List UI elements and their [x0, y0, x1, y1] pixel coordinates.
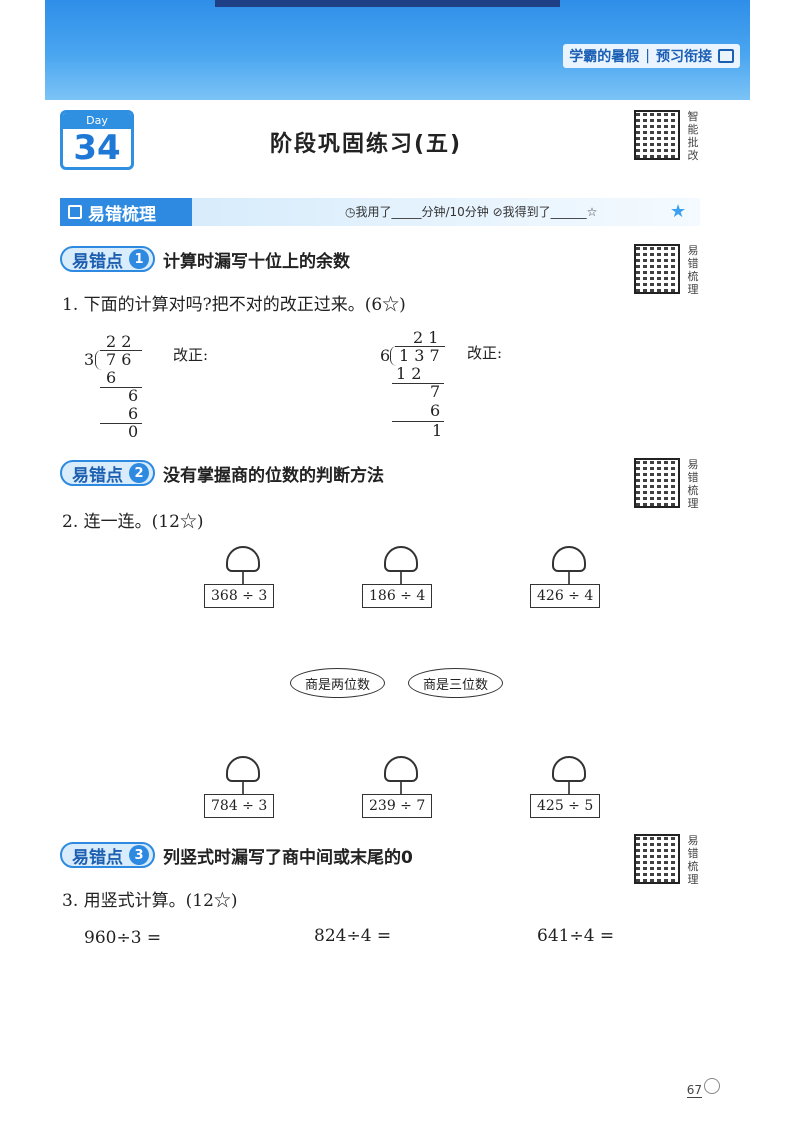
- division-expression: 239 ÷ 7: [362, 794, 433, 818]
- division-expression: 425 ÷ 5: [530, 794, 601, 818]
- question-3-prompt: 3. 用竖式计算。(12☆): [62, 891, 238, 911]
- page-title: 阶段巩固练习(五): [270, 132, 463, 157]
- qr-code-icon[interactable]: [634, 834, 680, 884]
- qr-code-icon[interactable]: [634, 244, 680, 294]
- question-1-prompt: 1. 下面的计算对吗?把不对的改正过来。(6☆): [62, 295, 406, 315]
- page-number: 67: [686, 1083, 702, 1098]
- error-point-number: 1: [129, 249, 149, 269]
- step: 6: [128, 386, 139, 405]
- day-number: 34: [73, 128, 121, 168]
- balloon-item[interactable]: 186 ÷ 4: [362, 546, 452, 616]
- divisor: 3: [84, 350, 95, 369]
- balloon-icon: [226, 756, 260, 782]
- balloon-item[interactable]: 426 ÷ 4: [530, 546, 620, 616]
- error-point-text: 计算时漏写十位上的余数: [163, 251, 350, 272]
- fix-label-b: 改正:: [467, 344, 503, 362]
- question-2-prompt: 2. 连一连。(12☆): [62, 512, 204, 532]
- qr-label-review: 易错梳理: [687, 458, 699, 510]
- remainder: 0: [128, 422, 139, 441]
- error-point-number: 3: [129, 845, 149, 865]
- time-score-record: ◷我用了_____分钟/10分钟 ⊘我得到了______☆: [345, 205, 598, 219]
- divisor: 6: [380, 346, 391, 365]
- balloon-icon: [384, 756, 418, 782]
- error-point-label: 易错点: [72, 251, 123, 272]
- step: 6: [106, 368, 117, 387]
- book-series-tag: 学霸的暑假 | 预习衔接: [563, 44, 740, 68]
- series-name: 学霸的暑假: [569, 49, 640, 65]
- header-strip: [215, 0, 560, 7]
- balloon-icon: [384, 546, 418, 572]
- division-bracket: [95, 350, 102, 370]
- category-three-digit[interactable]: 商是三位数: [408, 668, 504, 698]
- error-point-text: 没有掌握商的位数的判断方法: [163, 465, 384, 486]
- balloon-icon: [552, 756, 586, 782]
- series-separator: |: [645, 48, 650, 64]
- error-point-label: 易错点: [72, 847, 123, 868]
- division-bracket: [390, 346, 397, 366]
- division-bar: [100, 350, 142, 351]
- step: 6: [128, 404, 139, 423]
- qr-code-icon[interactable]: [634, 458, 680, 508]
- error-point-text: 列竖式时漏写了商中间或末尾的0: [163, 847, 413, 868]
- balloon-rope: [400, 782, 402, 794]
- error-point-label: 易错点: [72, 465, 123, 486]
- division-bar: [395, 346, 445, 347]
- division-expression: 426 ÷ 4: [530, 584, 601, 608]
- fix-label-a: 改正:: [173, 346, 209, 364]
- step-line: [392, 421, 444, 422]
- balloon-item[interactable]: 239 ÷ 7: [362, 756, 452, 826]
- qr-code-icon[interactable]: [634, 110, 680, 160]
- qr-label-review: 易错梳理: [687, 244, 699, 296]
- balloon-item[interactable]: 368 ÷ 3: [204, 546, 294, 616]
- balloon-icon: [226, 546, 260, 572]
- error-point-2: 易错点 2 没有掌握商的位数的判断方法: [60, 460, 384, 486]
- error-point-1: 易错点 1 计算时漏写十位上的余数: [60, 246, 350, 272]
- error-point-badge: 易错点 2: [60, 460, 155, 486]
- step: 6: [430, 401, 441, 420]
- step-line: [100, 423, 142, 424]
- error-point-3: 易错点 3 列竖式时漏写了商中间或末尾的0: [60, 842, 413, 868]
- quotient: 2 2: [106, 332, 132, 351]
- error-point-number: 2: [129, 463, 149, 483]
- category-two-digit[interactable]: 商是两位数: [290, 668, 386, 698]
- dividend: 1 3 7: [399, 346, 440, 365]
- division-expression: 368 ÷ 3: [204, 584, 275, 608]
- step: 1 2: [396, 364, 422, 383]
- quotient: 2 1: [413, 328, 439, 347]
- balloon-item[interactable]: 425 ÷ 5: [530, 756, 620, 826]
- section-title: 易错梳理: [60, 198, 192, 226]
- qr-label-grading: 智能批改: [687, 110, 699, 162]
- step-line: [392, 383, 444, 384]
- balloon-icon: [552, 546, 586, 572]
- division-expression: 186 ÷ 4: [362, 584, 433, 608]
- list-icon: [68, 205, 82, 219]
- balloon-rope: [400, 572, 402, 584]
- balloon-rope: [568, 572, 570, 584]
- star-icon: ★: [670, 201, 687, 222]
- step-line: [100, 387, 142, 388]
- sun-icon: [704, 1078, 720, 1094]
- balloon-rope: [242, 572, 244, 584]
- step: 7: [430, 382, 441, 401]
- division-expression: 784 ÷ 3: [204, 794, 275, 818]
- balloon-rope: [242, 782, 244, 794]
- error-point-badge: 易错点 1: [60, 246, 155, 272]
- balloon-rope: [568, 782, 570, 794]
- calc-problem: 960÷3 =: [84, 928, 162, 948]
- error-point-badge: 易错点 3: [60, 842, 155, 868]
- day-badge: Day 34: [60, 110, 134, 170]
- dividend: 7 6: [106, 350, 132, 369]
- section-title-text: 易错梳理: [88, 204, 156, 225]
- balloon-item[interactable]: 784 ÷ 3: [204, 756, 294, 826]
- qr-label-review: 易错梳理: [687, 834, 699, 886]
- remainder: 1: [432, 421, 443, 440]
- book-icon: [718, 49, 734, 63]
- series-subtitle: 预习衔接: [656, 49, 712, 65]
- calc-problem: 824÷4 =: [314, 926, 392, 946]
- day-label: Day: [63, 113, 131, 129]
- calc-problem: 641÷4 =: [537, 926, 615, 946]
